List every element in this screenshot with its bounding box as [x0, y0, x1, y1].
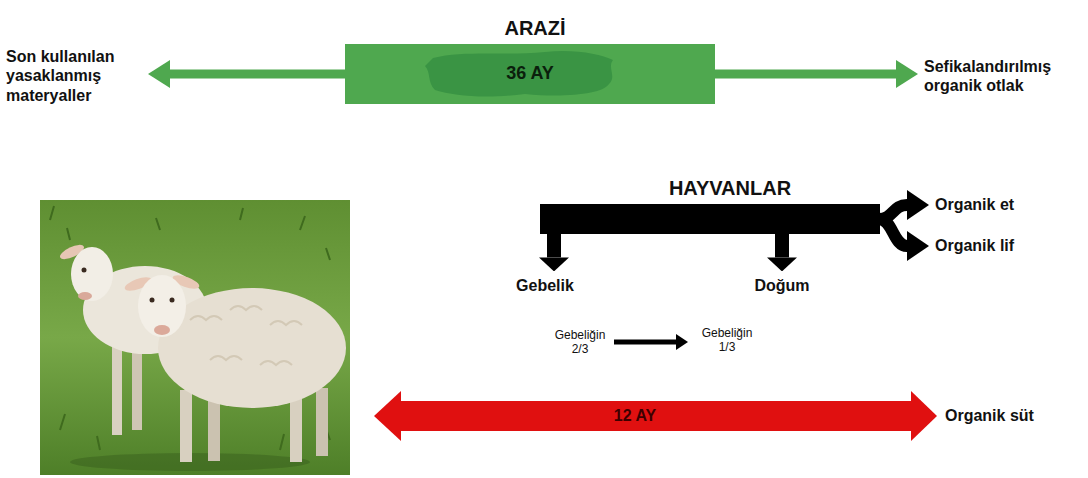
sheep-head — [138, 275, 186, 337]
period-label: Gebeliğin 1/3 — [692, 325, 762, 356]
product-label: Organik süt — [943, 405, 1036, 426]
band-label: 36 AY — [506, 63, 554, 85]
wool-texture — [190, 306, 302, 365]
animal-arrow-bar-shape — [540, 204, 880, 234]
sheep-body — [158, 288, 346, 408]
sheep-nose — [154, 325, 170, 335]
sheep-leg — [180, 390, 192, 462]
sheep-eye — [150, 298, 155, 303]
stage-label: Gebelik — [514, 275, 576, 296]
connector-arrow — [775, 233, 789, 257]
period-label: Gebeliğin 2/3 — [545, 327, 615, 358]
sheep-head — [71, 247, 113, 301]
product-label: Organik et — [933, 194, 1016, 215]
period-label: Gebeliğin 1/3 — [692, 325, 762, 356]
animal-arrow-bar: HAYVANLAR — [540, 176, 880, 234]
connector-arrow — [170, 70, 346, 79]
sheep-eye — [82, 268, 87, 273]
end-label: Sefikalandırılmış organik otlak — [922, 56, 1082, 96]
milk-arrow-band-shape: 12 AY — [400, 401, 870, 431]
product-label: Organik lif — [933, 235, 1016, 256]
brush-blob-shape — [425, 51, 613, 96]
connector-arrow — [879, 219, 907, 246]
heading-label: HAYVANLAR — [540, 176, 880, 200]
heading-label: ARAZİ — [345, 16, 715, 40]
end-label: Sefikalandırılmış organik otlak — [922, 56, 1082, 96]
product-label: Organik lif — [933, 235, 1016, 256]
sheep-eye — [170, 298, 175, 303]
end-label: Son kullanılan yasaklanmış materyaller — [4, 46, 144, 106]
end-label: Son kullanılan yasaklanmış materyaller — [4, 46, 144, 106]
sheep-leg — [316, 388, 328, 456]
product-label: Organik et — [933, 194, 1016, 215]
stage-label: Doğum — [752, 275, 811, 296]
sheep-leg — [112, 340, 122, 435]
connector-arrow — [714, 70, 896, 79]
connector-arrow — [547, 233, 561, 257]
stage-label: Gebelik — [514, 275, 576, 296]
connector-arrow — [869, 401, 911, 431]
land-band: ARAZİ 36 AY — [345, 16, 715, 104]
product-label: Organik süt — [943, 405, 1036, 426]
sheep-leg — [208, 395, 220, 461]
milk-arrow-band: 12 AY — [400, 401, 870, 431]
sheep-nose — [78, 292, 92, 300]
connector-arrow — [614, 340, 676, 345]
stage-label: Doğum — [752, 275, 811, 296]
period-label: Gebeliğin 2/3 — [545, 327, 615, 358]
grass-ground — [40, 200, 350, 475]
arrowhead — [374, 391, 401, 441]
band-label: 12 AY — [614, 406, 656, 425]
land-band-shape: 36 AY — [345, 44, 715, 104]
